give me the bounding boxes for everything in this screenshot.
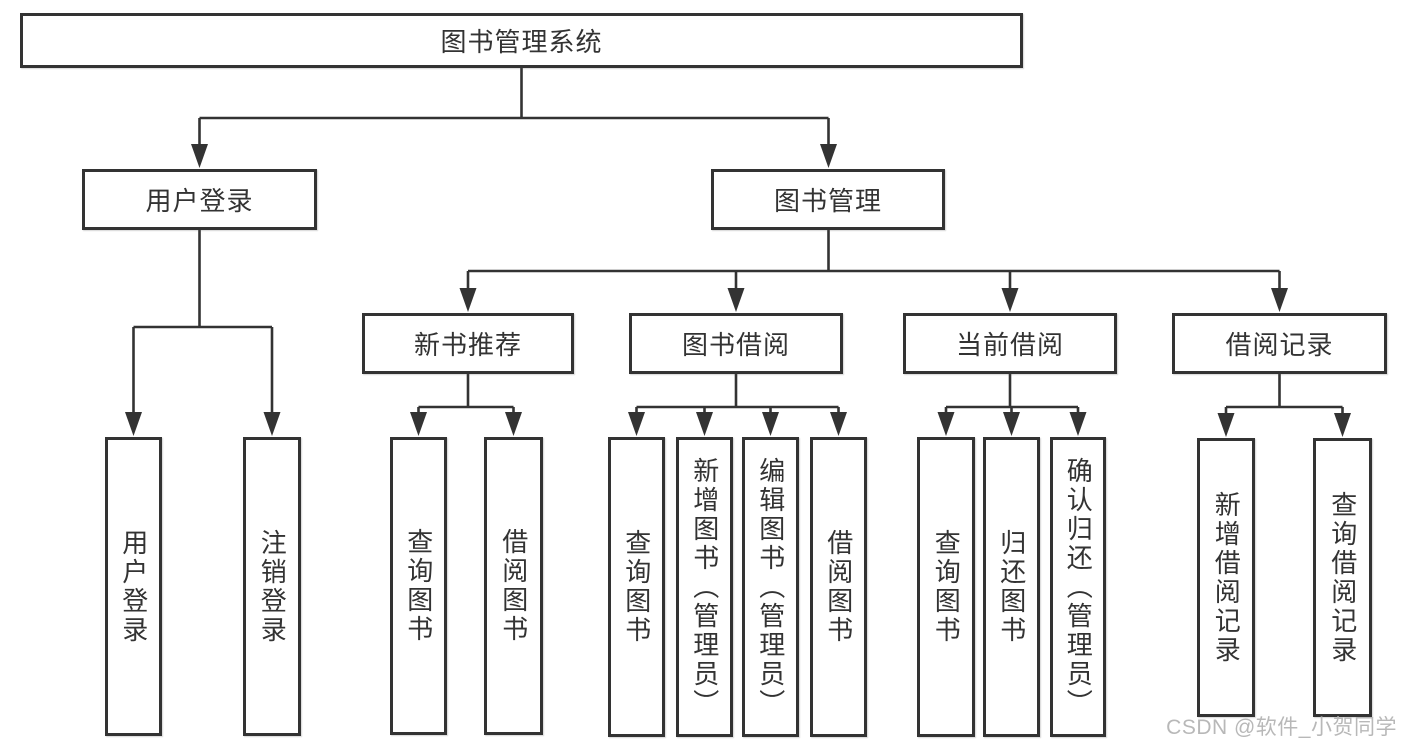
node-borrow-records: 借阅记录 bbox=[1172, 313, 1387, 374]
arrowhead bbox=[727, 288, 745, 312]
arrowhead bbox=[762, 412, 779, 436]
node-label: 借阅记录 bbox=[1225, 330, 1334, 360]
node-label: 新书推荐 bbox=[413, 330, 522, 360]
node-label: 新增借阅记录 bbox=[1211, 490, 1242, 665]
arrowhead bbox=[830, 412, 847, 436]
node-leaf-borrow-books: 借阅图书 bbox=[810, 437, 867, 737]
node-label: 用户登录 bbox=[145, 186, 254, 216]
arrowhead bbox=[628, 412, 645, 436]
node-leaf-add-borrow-record: 新增借阅记录 bbox=[1197, 438, 1255, 717]
arrowhead bbox=[1217, 413, 1235, 437]
arrowhead bbox=[125, 412, 142, 436]
node-label: 查询图书 bbox=[403, 528, 434, 644]
node-label: 查询图书 bbox=[621, 529, 652, 645]
node-leaf-user-login: 用户登录 bbox=[105, 437, 162, 736]
node-label: 注销登录 bbox=[257, 528, 288, 645]
node-label: 图书管理 bbox=[773, 186, 882, 216]
node-book-management: 图书管理 bbox=[711, 169, 945, 230]
node-label: 新增图书（管理员） bbox=[689, 456, 720, 718]
arrowhead bbox=[1001, 288, 1019, 312]
node-label: 当前借阅 bbox=[955, 330, 1064, 360]
node-label: 查询图书 bbox=[931, 529, 962, 645]
arrowhead bbox=[1334, 413, 1351, 437]
node-label: 编辑图书（管理员） bbox=[755, 456, 786, 718]
arrowhead bbox=[696, 412, 713, 436]
node-leaf-borrow-query-books: 查询图书 bbox=[608, 437, 665, 737]
node-leaf-edit-books-admin: 编辑图书（管理员） bbox=[742, 437, 799, 737]
node-root: 图书管理系统 bbox=[20, 13, 1023, 68]
arrowhead bbox=[505, 412, 522, 436]
arrowhead bbox=[1271, 288, 1288, 312]
node-leaf-recommend-query-books: 查询图书 bbox=[390, 437, 447, 735]
node-label: 归还图书 bbox=[996, 529, 1027, 645]
arrowhead bbox=[1003, 412, 1020, 436]
node-new-book-recommend: 新书推荐 bbox=[362, 313, 574, 374]
node-current-borrow: 当前借阅 bbox=[903, 313, 1117, 374]
node-label: 查询借阅记录 bbox=[1327, 490, 1358, 665]
node-label: 图书借阅 bbox=[681, 330, 790, 360]
node-leaf-current-query-books: 查询图书 bbox=[917, 437, 975, 737]
node-leaf-confirm-return-admin: 确认归还（管理员） bbox=[1050, 437, 1106, 737]
node-leaf-add-books-admin: 新增图书（管理员） bbox=[676, 437, 733, 737]
arrowhead bbox=[191, 144, 208, 168]
arrowhead bbox=[937, 412, 955, 436]
node-label: 借阅图书 bbox=[823, 529, 854, 645]
node-leaf-logout: 注销登录 bbox=[243, 437, 301, 736]
node-user-login: 用户登录 bbox=[82, 169, 317, 230]
csdn-watermark: CSDN @软件_小贺同学 bbox=[1166, 716, 1397, 739]
node-label: 用户登录 bbox=[118, 528, 149, 645]
node-leaf-recommend-borrow-books: 借阅图书 bbox=[484, 437, 543, 735]
node-leaf-query-borrow-record: 查询借阅记录 bbox=[1313, 438, 1372, 717]
node-label: 借阅图书 bbox=[498, 528, 529, 644]
arrowhead bbox=[263, 412, 281, 436]
arrowhead bbox=[1069, 412, 1087, 436]
arrowhead bbox=[459, 288, 477, 312]
node-leaf-return-books: 归还图书 bbox=[983, 437, 1040, 737]
node-book-borrow: 图书借阅 bbox=[629, 313, 843, 374]
arrowhead bbox=[410, 412, 427, 436]
node-label: 图书管理系统 bbox=[440, 27, 603, 57]
node-label: 确认归还（管理员） bbox=[1063, 456, 1094, 718]
arrowhead bbox=[820, 144, 837, 168]
